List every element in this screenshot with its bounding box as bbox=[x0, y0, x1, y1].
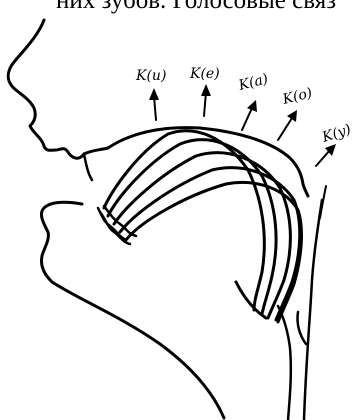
arrow-k-o bbox=[278, 118, 292, 140]
arrowhead-k-e bbox=[201, 84, 211, 96]
upper-teeth-outline bbox=[84, 154, 92, 180]
pharynx-back-wall bbox=[304, 200, 322, 420]
epiglottis-outline bbox=[297, 312, 306, 344]
arrowhead-k-u bbox=[149, 88, 159, 100]
label-k-u: K(u) bbox=[135, 68, 166, 84]
arrowhead-k-o bbox=[287, 110, 297, 122]
arrow-k-y bbox=[316, 150, 330, 166]
label-k-a: K(a) bbox=[236, 71, 270, 94]
arrow-k-a bbox=[242, 108, 252, 130]
label-k-o: K(o) bbox=[280, 85, 314, 108]
label-k-e: K(e) bbox=[189, 66, 220, 82]
tongue-tip-waves bbox=[98, 206, 136, 244]
tongue-position-curves bbox=[104, 131, 301, 322]
pharynx-front-wall bbox=[278, 306, 291, 420]
label-k-y: K(y) bbox=[319, 122, 353, 147]
face-profile-outline bbox=[8, 20, 84, 158]
